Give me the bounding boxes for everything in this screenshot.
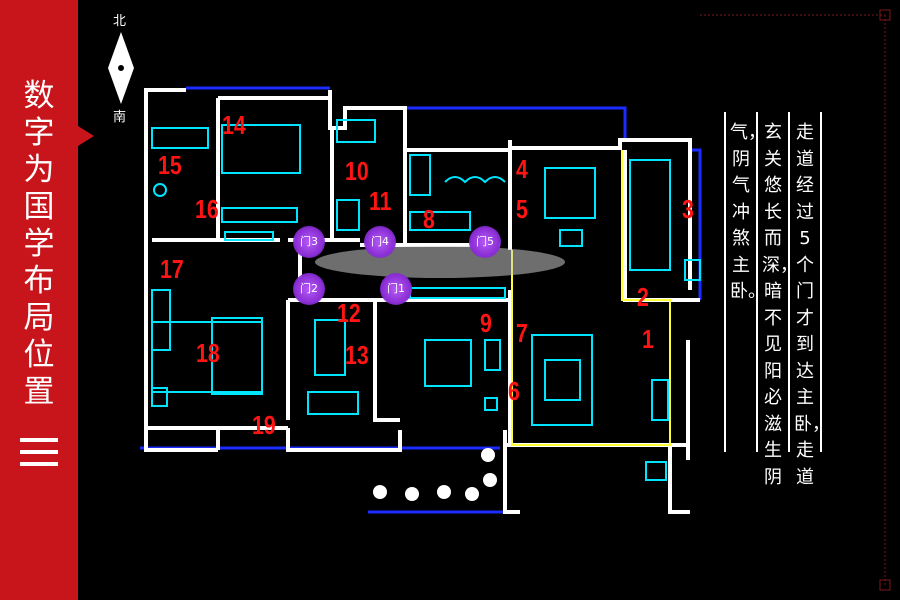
position-number: 2 [637,282,649,312]
position-number: 5 [516,194,528,224]
description-column-1: 走道经过5个门才到达主卧，走道 [794,122,830,488]
title-char: 数 [23,78,55,114]
position-number: 4 [516,154,528,184]
position-number: 11 [369,186,392,216]
column-divider [788,112,790,452]
position-number: 18 [196,338,220,368]
position-number: 6 [508,376,520,406]
description-column-2: 玄关悠长而深，暗不见阳必滋生阴 [762,122,798,488]
sidebar [0,0,78,600]
position-number: 14 [222,110,246,140]
page-title: 数 字 为 国 学 布 局 位 置 [14,78,64,411]
position-number: 17 [160,254,184,284]
title-char: 国 [23,189,55,225]
description-column-3: 气，阴气冲煞主卧。 [730,122,766,302]
position-number: 7 [516,318,528,348]
column-divider [756,112,758,452]
position-number: 15 [158,150,182,180]
title-char: 为 [23,152,55,188]
compass-south-label: 南 [113,110,127,125]
door-marker-2: 门2 [293,273,325,305]
door-marker-3: 门3 [293,226,325,258]
sidebar-arrow [78,126,94,146]
sidebar-decoration [20,438,58,474]
title-char: 局 [23,300,55,336]
position-number: 9 [480,308,492,338]
compass-icon [108,32,134,104]
door-marker-4: 门4 [364,226,396,258]
position-number: 16 [195,194,219,224]
column-divider [724,112,726,452]
position-number: 3 [682,194,694,224]
title-char: 置 [23,374,55,410]
title-char: 字 [23,115,55,151]
position-number: 12 [337,298,361,328]
position-number: 10 [345,156,369,186]
door-marker-5: 门5 [469,226,501,258]
position-number: 13 [345,340,369,370]
door-marker-1: 门1 [380,273,412,305]
title-char: 位 [23,337,55,373]
position-number: 19 [252,410,276,440]
position-number: 1 [642,324,654,354]
title-char: 布 [23,263,55,299]
compass-north-label: 北 [113,14,127,29]
position-number: 8 [423,204,435,234]
column-divider [820,112,822,452]
title-char: 学 [23,226,55,262]
